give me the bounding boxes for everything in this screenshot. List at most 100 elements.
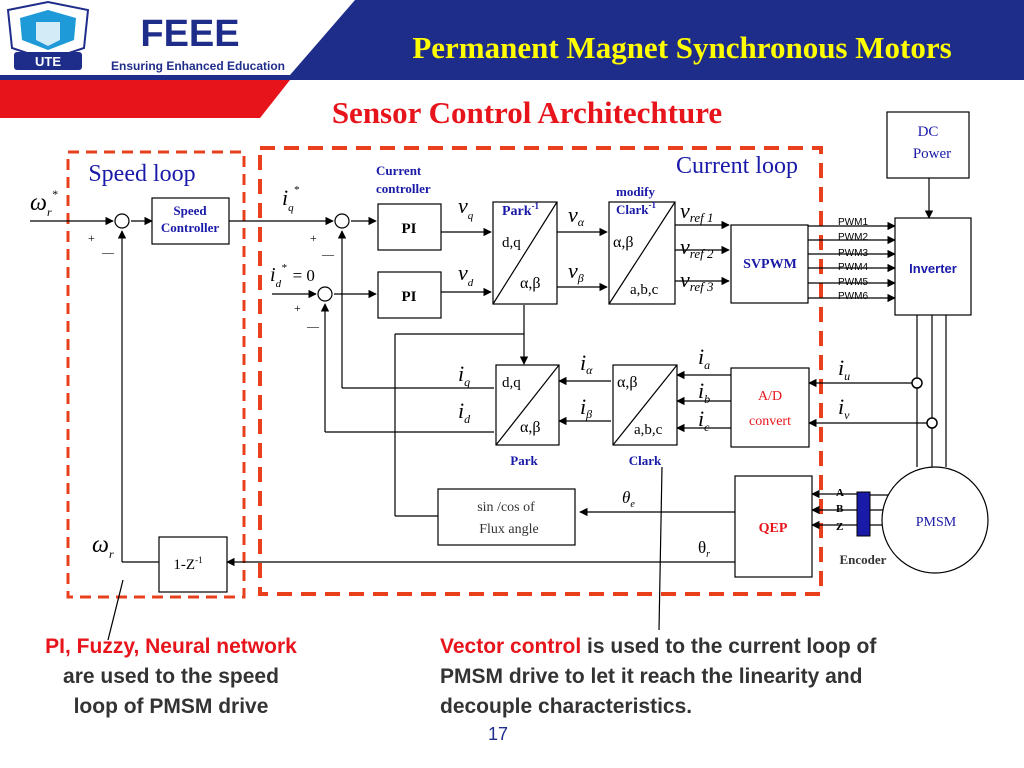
qep-block — [734, 475, 813, 578]
ia-label: ia — [698, 344, 710, 372]
current-controller-label-1: Current — [376, 163, 422, 178]
left-annotation-text: are used to the speed loop of PMSM drive — [63, 665, 279, 718]
sum-junction-id — [317, 286, 333, 302]
header: UTE FEEE Ensuring Enhanced Education Per… — [0, 0, 1024, 118]
iq-ref-label: iq* — [282, 184, 300, 214]
speed-loop-label: Speed loop — [88, 161, 195, 187]
speed-minus: — — [101, 245, 115, 259]
sincos-label-2: Flux angle — [479, 522, 539, 537]
park-ab: α,β — [520, 419, 541, 436]
encoder-z: Z — [836, 521, 843, 533]
page-number: 17 — [488, 724, 509, 744]
ic-label: ic — [698, 406, 710, 434]
speed-controller-label-2: Controller — [161, 220, 219, 235]
header-red-band — [0, 80, 290, 118]
ib-label: ib — [698, 378, 710, 406]
right-annotation: Vector control is used to the current lo… — [440, 632, 920, 722]
dc-power-label-2: Power — [913, 146, 951, 162]
logo-tagline: Ensuring Enhanced Education — [111, 59, 285, 73]
sensor-dot-u — [911, 377, 923, 389]
mod-clark-ab: α,β — [613, 234, 634, 251]
pi-q-label: PI — [402, 221, 417, 237]
theta-e-label: θe — [622, 488, 635, 510]
qep-label: QEP — [759, 521, 788, 536]
left-pointer — [107, 579, 124, 641]
sum-junction-iq — [334, 213, 350, 229]
current-loop-box — [258, 146, 823, 596]
iq-minus: — — [321, 247, 335, 261]
pi-block-q — [377, 203, 442, 251]
clark-abc: a,b,c — [634, 422, 663, 438]
delay-block — [158, 536, 228, 593]
modify-clark-label-1: modify — [616, 184, 656, 199]
park-dq: d,q — [502, 375, 521, 391]
encoder-label: Encoder — [840, 552, 887, 567]
clark-ab: α,β — [617, 374, 638, 391]
valpha-label: vα — [568, 202, 585, 229]
vref1-label: vref 1 — [680, 198, 713, 225]
vref3-label: vref 3 — [680, 267, 714, 294]
encoder-connector — [856, 491, 871, 537]
left-annotation: PI, Fuzzy, Neural network are used to th… — [40, 632, 302, 722]
inv-park-dq: d,q — [502, 235, 521, 251]
right-pointer — [658, 466, 663, 631]
pwm1-label: PWM1 — [838, 217, 868, 228]
sensor-dot-v — [926, 417, 938, 429]
ad-label-1: A/D — [758, 389, 782, 404]
vq-label: vq — [458, 193, 474, 222]
inverse-park-label: Park-1 — [502, 201, 540, 219]
park-label: Park — [510, 453, 538, 468]
mod-clark-abc: a,b,c — [630, 282, 659, 298]
speed-plus: + — [88, 231, 95, 245]
omega-fb-label: ωr — [92, 532, 114, 561]
sincos-label-1: sin /cos of — [477, 500, 535, 515]
dc-power-block — [886, 111, 970, 179]
iv-label: iv — [838, 394, 850, 422]
speed-loop-box — [66, 150, 246, 599]
ad-convert-block — [730, 367, 810, 448]
iq-fb-label: iq — [458, 361, 470, 389]
pmsm-motor — [881, 466, 989, 574]
id-ref-label: id*= 0 — [270, 262, 315, 290]
modify-clark-label-2: Clark-1 — [616, 200, 656, 217]
pwm4-label: PWM4 — [838, 262, 868, 273]
ialpha-label: iα — [580, 350, 593, 377]
id-fb-label: id — [458, 398, 471, 426]
iu-label: iu — [838, 355, 850, 383]
pi-block-d — [377, 271, 442, 319]
ad-label-2: convert — [749, 414, 791, 429]
signal-lines — [30, 178, 947, 567]
header-band — [290, 0, 1024, 75]
pwm5-label: PWM5 — [838, 277, 868, 288]
inverter-block — [894, 217, 972, 316]
slide-subtitle: Sensor Control Architechture — [332, 95, 722, 130]
current-loop-label: Current loop — [676, 153, 798, 179]
speed-controller-label-1: Speed — [173, 203, 207, 218]
vref2-label: vref 2 — [680, 234, 714, 261]
svpwm-block — [730, 224, 809, 304]
logo-icon: UTE — [6, 0, 90, 70]
pi-d-label: PI — [402, 289, 417, 305]
svpwm-label: SVPWM — [743, 257, 797, 272]
sum-junction-speed — [114, 213, 130, 229]
pwm3-label: PWM3 — [838, 248, 868, 259]
omega-ref-label: ωr* — [30, 187, 58, 219]
encoder-a: A — [836, 487, 844, 499]
delay-label: 1-Z-1 — [173, 555, 202, 573]
vbeta-label: vβ — [568, 258, 584, 285]
inverter-label: Inverter — [909, 261, 957, 276]
current-controller-label-2: controller — [376, 181, 431, 196]
pwm2-label: PWM2 — [838, 232, 868, 243]
pwm6-label: PWM6 — [838, 291, 868, 302]
speed-controller-block — [151, 197, 230, 245]
encoder-b: B — [836, 503, 844, 515]
theta-r-label: θr — [698, 538, 710, 560]
id-minus: — — [306, 319, 320, 333]
right-annotation-text: is used to the current loop of PMSM driv… — [440, 635, 877, 718]
inv-park-ab: α,β — [520, 275, 541, 292]
dc-power-label-1: DC — [918, 124, 939, 140]
left-annotation-highlight: PI, Fuzzy, Neural network — [45, 635, 297, 658]
pmsm-label: PMSM — [916, 515, 957, 530]
sincos-block — [437, 488, 576, 546]
